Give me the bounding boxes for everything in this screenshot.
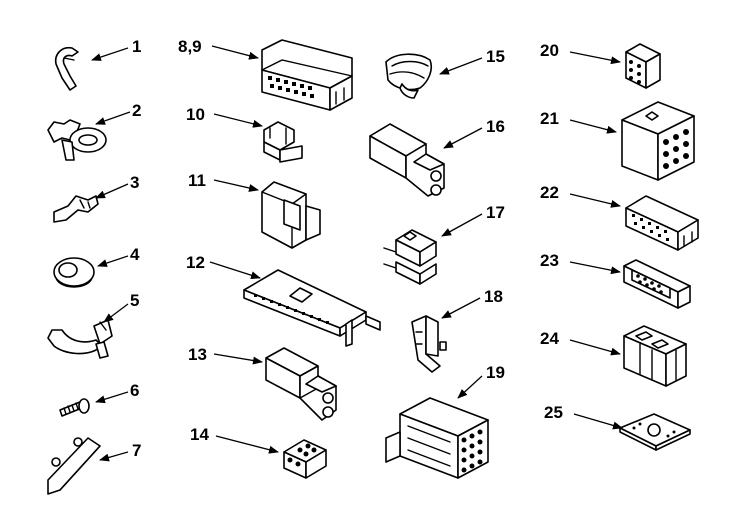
- part-16-connector: [369, 123, 445, 197]
- leader-10: [213, 113, 263, 128]
- label-part-23: 23: [540, 251, 559, 270]
- label-part-7: 7: [132, 441, 141, 460]
- label-part-8-9: 8,9: [178, 37, 202, 56]
- leader-16: [443, 127, 483, 149]
- leader-20: [569, 51, 621, 65]
- leader-8-9: [211, 45, 259, 60]
- label-part-14: 14: [190, 425, 209, 444]
- label-part-4: 4: [130, 245, 140, 264]
- leader-7: [99, 451, 129, 462]
- part-6-screw: [59, 398, 90, 417]
- label-part-3: 3: [130, 173, 139, 192]
- part-14-plug: [283, 439, 327, 479]
- part-5-cable-clamp: [47, 319, 113, 359]
- leader-22: [569, 193, 621, 208]
- leader-13: [213, 353, 263, 365]
- label-part-10: 10: [186, 105, 205, 124]
- label-part-12: 12: [186, 253, 205, 272]
- leader-6: [95, 391, 129, 404]
- leader-3: [95, 183, 129, 199]
- part-13-connector: [265, 347, 337, 421]
- part-10-connector: [263, 121, 303, 163]
- label-part-1: 1: [132, 37, 141, 56]
- leader-24: [569, 339, 621, 356]
- leader-11: [213, 179, 259, 192]
- part-25-board: [619, 413, 691, 451]
- part-2-bracket: [47, 119, 107, 161]
- part-23-connector: [623, 259, 691, 309]
- leader-21: [569, 119, 617, 134]
- label-part-11: 11: [188, 171, 206, 190]
- part-21-connector: [621, 101, 695, 181]
- part-3-spring-clip: [53, 195, 99, 223]
- part-8-9-connector: [261, 39, 353, 111]
- part-4-grommet: [53, 257, 95, 288]
- part-12-strip: [243, 269, 381, 347]
- part-19-connector: [385, 397, 489, 479]
- leader-2: [95, 111, 131, 125]
- label-part-6: 6: [130, 381, 139, 400]
- part-15-sleeve: [385, 53, 433, 99]
- leader-4: [97, 255, 129, 267]
- leader-17: [441, 213, 483, 237]
- label-part-17: 17: [486, 203, 505, 222]
- part-11-connector: [261, 181, 321, 249]
- leader-25: [573, 413, 623, 430]
- label-part-16: 16: [486, 117, 505, 136]
- leader-14: [215, 435, 279, 454]
- leader-1: [91, 47, 129, 61]
- label-part-13: 13: [188, 345, 207, 364]
- leader-5: [103, 303, 129, 323]
- leader-18: [441, 297, 481, 319]
- part-1-clip: [54, 46, 79, 91]
- leader-15: [439, 57, 483, 75]
- label-part-25: 25: [544, 403, 563, 422]
- label-part-19: 19: [486, 363, 505, 382]
- part-17-terminal-block: [383, 229, 437, 285]
- label-part-2: 2: [132, 101, 141, 120]
- part-24-connector: [623, 325, 687, 387]
- label-part-18: 18: [484, 287, 503, 306]
- label-part-22: 22: [540, 183, 559, 202]
- part-7-strip: [47, 437, 101, 495]
- label-part-15: 15: [486, 47, 505, 66]
- leader-23: [569, 261, 621, 275]
- part-22-connector: [625, 195, 699, 251]
- label-part-5: 5: [130, 291, 139, 310]
- label-part-21: 21: [540, 109, 559, 128]
- part-18-bracket: [411, 315, 447, 373]
- part-20-connector: [625, 43, 661, 89]
- leader-12: [209, 261, 261, 280]
- label-part-24: 24: [540, 329, 559, 348]
- leader-19: [457, 375, 483, 399]
- label-part-20: 20: [540, 41, 559, 60]
